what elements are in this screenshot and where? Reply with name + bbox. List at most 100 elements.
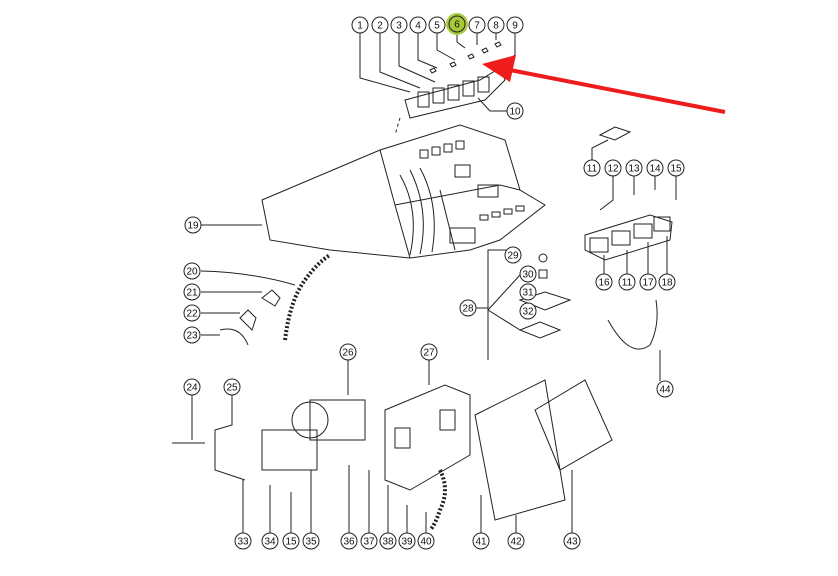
callout-25: 25 (223, 378, 241, 396)
callout-6: 6 (446, 13, 468, 35)
callout-label: 37 (363, 537, 375, 548)
callout-label: 5 (434, 21, 440, 32)
callout-circle (563, 532, 581, 550)
callout-9: 9 (506, 16, 524, 34)
callout-circle (507, 532, 525, 550)
console-housing (261, 124, 546, 259)
callout-4: 4 (409, 16, 427, 34)
callout-16: 16 (595, 273, 613, 291)
callout-30: 30 (519, 265, 537, 283)
callout-label: 21 (186, 288, 198, 299)
callout-label: 27 (423, 348, 435, 359)
callout-circle (656, 380, 674, 398)
callout-label: 29 (507, 251, 519, 262)
callout-label: 15 (670, 164, 682, 175)
callout-circle (448, 15, 466, 33)
callout-label: 6 (454, 20, 460, 31)
callout-circle (604, 159, 622, 177)
callout-label: 25 (226, 383, 238, 394)
callout-2: 2 (371, 16, 389, 34)
callout-33: 33 (234, 532, 252, 550)
callout-circle (417, 532, 435, 550)
callout-label: 44 (659, 385, 671, 396)
callout-label: 20 (186, 267, 198, 278)
callout-26: 26 (339, 343, 357, 361)
callout-7: 7 (468, 16, 486, 34)
callout-label: 26 (342, 348, 354, 359)
callout-circle (234, 532, 252, 550)
callout-circle (428, 16, 446, 34)
callout-label: 41 (475, 537, 487, 548)
callout-circle (639, 273, 657, 291)
callout-label: 17 (642, 278, 654, 289)
callout-circle (487, 16, 505, 34)
callout-27: 27 (420, 343, 438, 361)
callout-14: 14 (646, 159, 664, 177)
callout-label: 14 (649, 164, 661, 175)
red-arrow-head (482, 55, 516, 82)
callout-label: 38 (382, 537, 394, 548)
callout-circle (519, 283, 537, 301)
callout-label: 39 (401, 537, 413, 548)
callout-15: 15 (667, 159, 685, 177)
callout-circle (504, 246, 522, 264)
callout-label: 9 (512, 21, 518, 32)
callout-circle (302, 532, 320, 550)
callout-20: 20 (183, 262, 201, 280)
callout-circle (360, 532, 378, 550)
callout-circle (506, 102, 524, 120)
callout-19: 19 (184, 216, 202, 234)
callout-44: 44 (656, 380, 674, 398)
callout-circle (379, 532, 397, 550)
callout-label: 1 (357, 21, 363, 32)
red-arrow (509, 68, 726, 114)
callout-label: 24 (186, 383, 198, 394)
callout-label: 42 (510, 537, 522, 548)
callout-label: 43 (566, 537, 578, 548)
callout-circle (398, 532, 416, 550)
callout-circle (519, 302, 537, 320)
callout-18: 18 (658, 273, 676, 291)
callout-label: 12 (607, 164, 619, 175)
callout-15: 15 (282, 532, 300, 550)
callout-35: 35 (302, 532, 320, 550)
callout-circle (506, 16, 524, 34)
callout-circle (459, 299, 477, 317)
callout-10: 10 (506, 102, 524, 120)
callout-31: 31 (519, 283, 537, 301)
callout-circle (339, 343, 357, 361)
callout-label: 8 (493, 21, 499, 32)
callout-11: 11 (618, 273, 636, 291)
callout-32: 32 (519, 302, 537, 320)
callout-21: 21 (183, 283, 201, 301)
callout-11: 11 (583, 159, 601, 177)
callout-38: 38 (379, 532, 397, 550)
callout-label: 16 (598, 278, 610, 289)
callout-circle (183, 283, 201, 301)
callout-circle (667, 159, 685, 177)
callout-label: 10 (509, 107, 521, 118)
callout-label: 11 (622, 278, 633, 289)
callout-13: 13 (625, 159, 643, 177)
callout-circle (351, 16, 369, 34)
callout-circle (183, 378, 201, 396)
callout-circle (409, 16, 427, 34)
callout-17: 17 (639, 273, 657, 291)
callout-label: 11 (587, 164, 598, 175)
callout-label: 40 (420, 537, 432, 548)
callout-circle (583, 159, 601, 177)
callout-36: 36 (340, 532, 358, 550)
callout-circle (420, 343, 438, 361)
callout-29: 29 (504, 246, 522, 264)
callout-5: 5 (428, 16, 446, 34)
callout-label: 23 (186, 331, 198, 342)
callout-circle (282, 532, 300, 550)
callout-label: 22 (186, 309, 198, 320)
callout-circle (519, 265, 537, 283)
switch-bank (404, 67, 506, 119)
callout-label: 18 (661, 278, 673, 289)
callout-circle (472, 532, 490, 550)
callout-circle (595, 273, 613, 291)
callout-22: 22 (183, 304, 201, 322)
